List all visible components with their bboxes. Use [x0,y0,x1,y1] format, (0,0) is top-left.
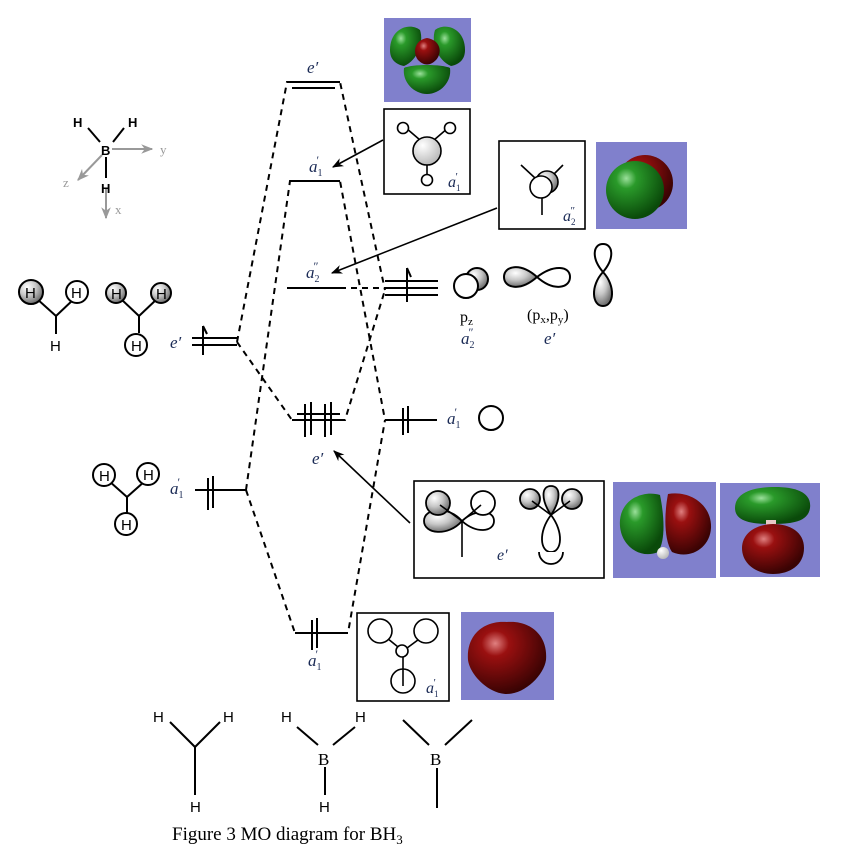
structure-bh3: H H B H [281,709,366,816]
mo-render-a2-nonbonding [596,142,687,229]
svg-text:a2″: a2″ [563,205,576,227]
svg-text:H: H [156,286,167,303]
h-orbital-open [65,280,89,304]
svg-text:H: H [355,709,366,726]
label-a1-bonding: a1′ [308,647,322,673]
h3-salc-a1: H H H [92,462,160,536]
label-pz-symmetry: a2″ [461,325,475,351]
svg-text:H: H [71,285,82,302]
axis-atom-h-bottom: H [101,181,110,196]
py-orbital-icon [593,242,613,308]
mo-level-a1-bonding: a1′ [295,618,348,673]
svg-text:B: B [430,750,441,769]
dash-a1-antibonding [245,180,386,491]
svg-text:H: H [190,799,201,816]
b-p-level [385,267,438,302]
structure-h3: H H H [153,709,234,816]
h3-salc-e-1: H H H [18,279,89,355]
y-axis-label: y [160,142,167,157]
mo-level-e-bonding: e′ [292,402,345,468]
arrow-to-a2-nonbonding [330,207,498,274]
svg-text:a1′: a1′ [448,171,461,193]
z-axis-label: z [63,175,69,190]
structure-b-frame: B [402,719,473,808]
mo-render-e-bonding-2 [720,483,820,577]
svg-text:e′: e′ [497,547,508,564]
svg-text:H: H [131,338,142,355]
mo-render-a1-bonding [461,612,554,700]
svg-text:H: H [223,709,234,726]
axes-orientation: H H B H y z x [63,115,167,220]
z-axis-arrow [77,154,103,181]
svg-text:B: B [318,750,329,769]
h3-e-prime-level: e′ [170,325,237,355]
mo-render-e-bonding-1 [613,482,716,578]
h3-salc-e-2: H H H [105,282,172,357]
label-a2-nonbonding: a2″ [306,259,320,285]
electron-pairs-e-bonding [304,402,332,437]
mo-level-e-antibonding: e′ [287,58,340,89]
axis-atom-h-left: H [73,115,82,130]
svg-text:H: H [319,799,330,816]
axis-atom-h-right: H [128,115,137,130]
mo-render-e-antibonding [384,18,471,102]
pz-orbital-icon [453,267,489,299]
arrow-to-e-bonding [333,450,411,524]
box-a1-antibonding: a1′ [383,108,471,195]
label-pxpy-symmetry: e′ [544,329,556,348]
mo-level-a2-nonbonding: a2″ [287,259,340,289]
svg-text:H: H [121,517,132,534]
label-a1-antibonding: a1′ [309,153,323,179]
svg-text:H: H [25,285,36,302]
svg-text:H: H [99,468,110,485]
label-e-bonding: e′ [312,449,324,468]
bond-b-h-left [87,127,101,143]
label-h3-e: e′ [170,333,182,352]
px-orbital-icon [502,266,572,288]
s-orbital-icon [478,405,504,431]
label-h3-a1: a1′ [170,475,184,501]
bond-b-h-right [112,127,125,143]
svg-text:H: H [153,709,164,726]
svg-text:H: H [143,467,154,484]
h3-a1-prime-level: a1′ [170,475,246,510]
label-pz: pz [460,309,473,328]
label-e-antibonding: e′ [307,58,319,77]
b-s-level: a1′ [385,405,504,435]
box-e-bonding: e′ [413,480,605,579]
mo-level-a1-antibonding: a1′ [290,153,340,182]
svg-text:H: H [281,709,292,726]
box-a1-bonding: a1′ [356,612,450,702]
svg-text:H: H [111,286,122,303]
figure-caption: Figure 3 MO diagram for BH3 [172,824,403,847]
label-pxpy: (px,py) [527,307,569,326]
label-b-s: a1′ [447,405,461,431]
arrow-to-a1-antibonding [332,139,384,168]
box-a2-nonbonding: a2″ [498,140,586,230]
x-axis-label: x [115,202,122,217]
axis-atom-b: B [101,143,110,158]
h-orbital-shaded [18,279,44,305]
svg-text:H: H [50,338,61,355]
electron-pair-a1-bonding [311,618,318,650]
svg-text:a1′: a1′ [426,677,439,699]
